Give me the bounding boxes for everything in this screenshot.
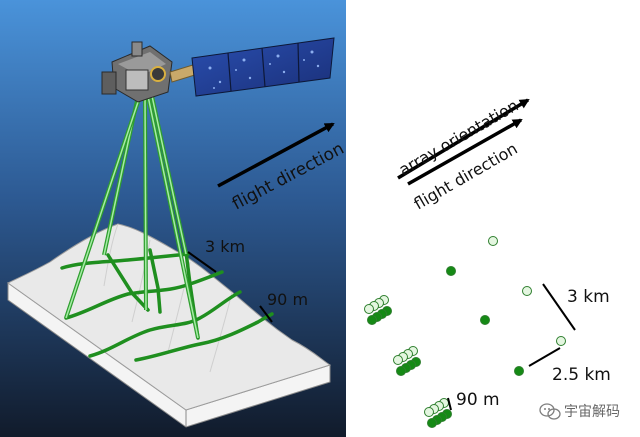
beam-3-core [151, 95, 187, 255]
array-orientation-arrow [397, 98, 530, 180]
terrain-block [7, 223, 332, 428]
flight-direction-arrow [217, 122, 335, 188]
footprint-cluster-2 [393, 346, 421, 376]
footprint-label-left: 90 m [267, 290, 308, 309]
footprint [514, 366, 524, 376]
footprint-tracks [60, 248, 274, 362]
left-panel: flight direction 3 km 90 m [0, 0, 347, 437]
footprint-scale-tick [259, 305, 273, 323]
footprint [556, 336, 566, 346]
along-track-line-2 [148, 248, 162, 314]
across-track-spacing-label: 3 km [567, 287, 610, 307]
satellite-icon [101, 37, 335, 103]
satellite-mast [131, 41, 143, 57]
footprint [480, 315, 490, 325]
beam-4-core [147, 95, 199, 339]
beam-5-core [65, 95, 141, 319]
along-track-spacing-line [528, 347, 561, 367]
across-track-line-3 [88, 290, 242, 358]
footprint-array [446, 236, 566, 376]
footprint-cluster-3 [424, 398, 452, 428]
swath-scale-tick [187, 251, 217, 273]
across-track-spacing-line [542, 283, 576, 331]
footprint-cluster-1 [364, 295, 392, 325]
across-track-line-4 [134, 312, 274, 362]
terrain-ridges [103, 223, 233, 373]
footprint [488, 236, 498, 246]
footprint [522, 286, 532, 296]
along-track-spacing-label: 2.5 km [552, 365, 611, 385]
wechat-icon [539, 403, 561, 420]
footprint-label-right: 90 m [456, 390, 500, 410]
footprint [446, 266, 456, 276]
footprint-bracket [447, 397, 452, 411]
beams [64, 95, 200, 339]
satellite-lens [150, 66, 166, 82]
swath-width-label: 3 km [205, 237, 245, 256]
flight-direction-arrow-right [407, 118, 523, 186]
across-track-line-1 [60, 252, 190, 270]
across-track-line-2 [64, 270, 224, 320]
right-background [346, 0, 640, 437]
satellite-instrument [125, 69, 149, 91]
beam-2-core [144, 95, 147, 311]
watermark: 宇宙解码 [539, 403, 620, 420]
terrain-surface [7, 223, 332, 411]
right-panel: array orientation flight direction [346, 0, 640, 437]
along-track-line-1 [106, 253, 150, 312]
watermark-text: 宇宙解码 [564, 404, 620, 420]
satellite-side-box [101, 71, 117, 95]
